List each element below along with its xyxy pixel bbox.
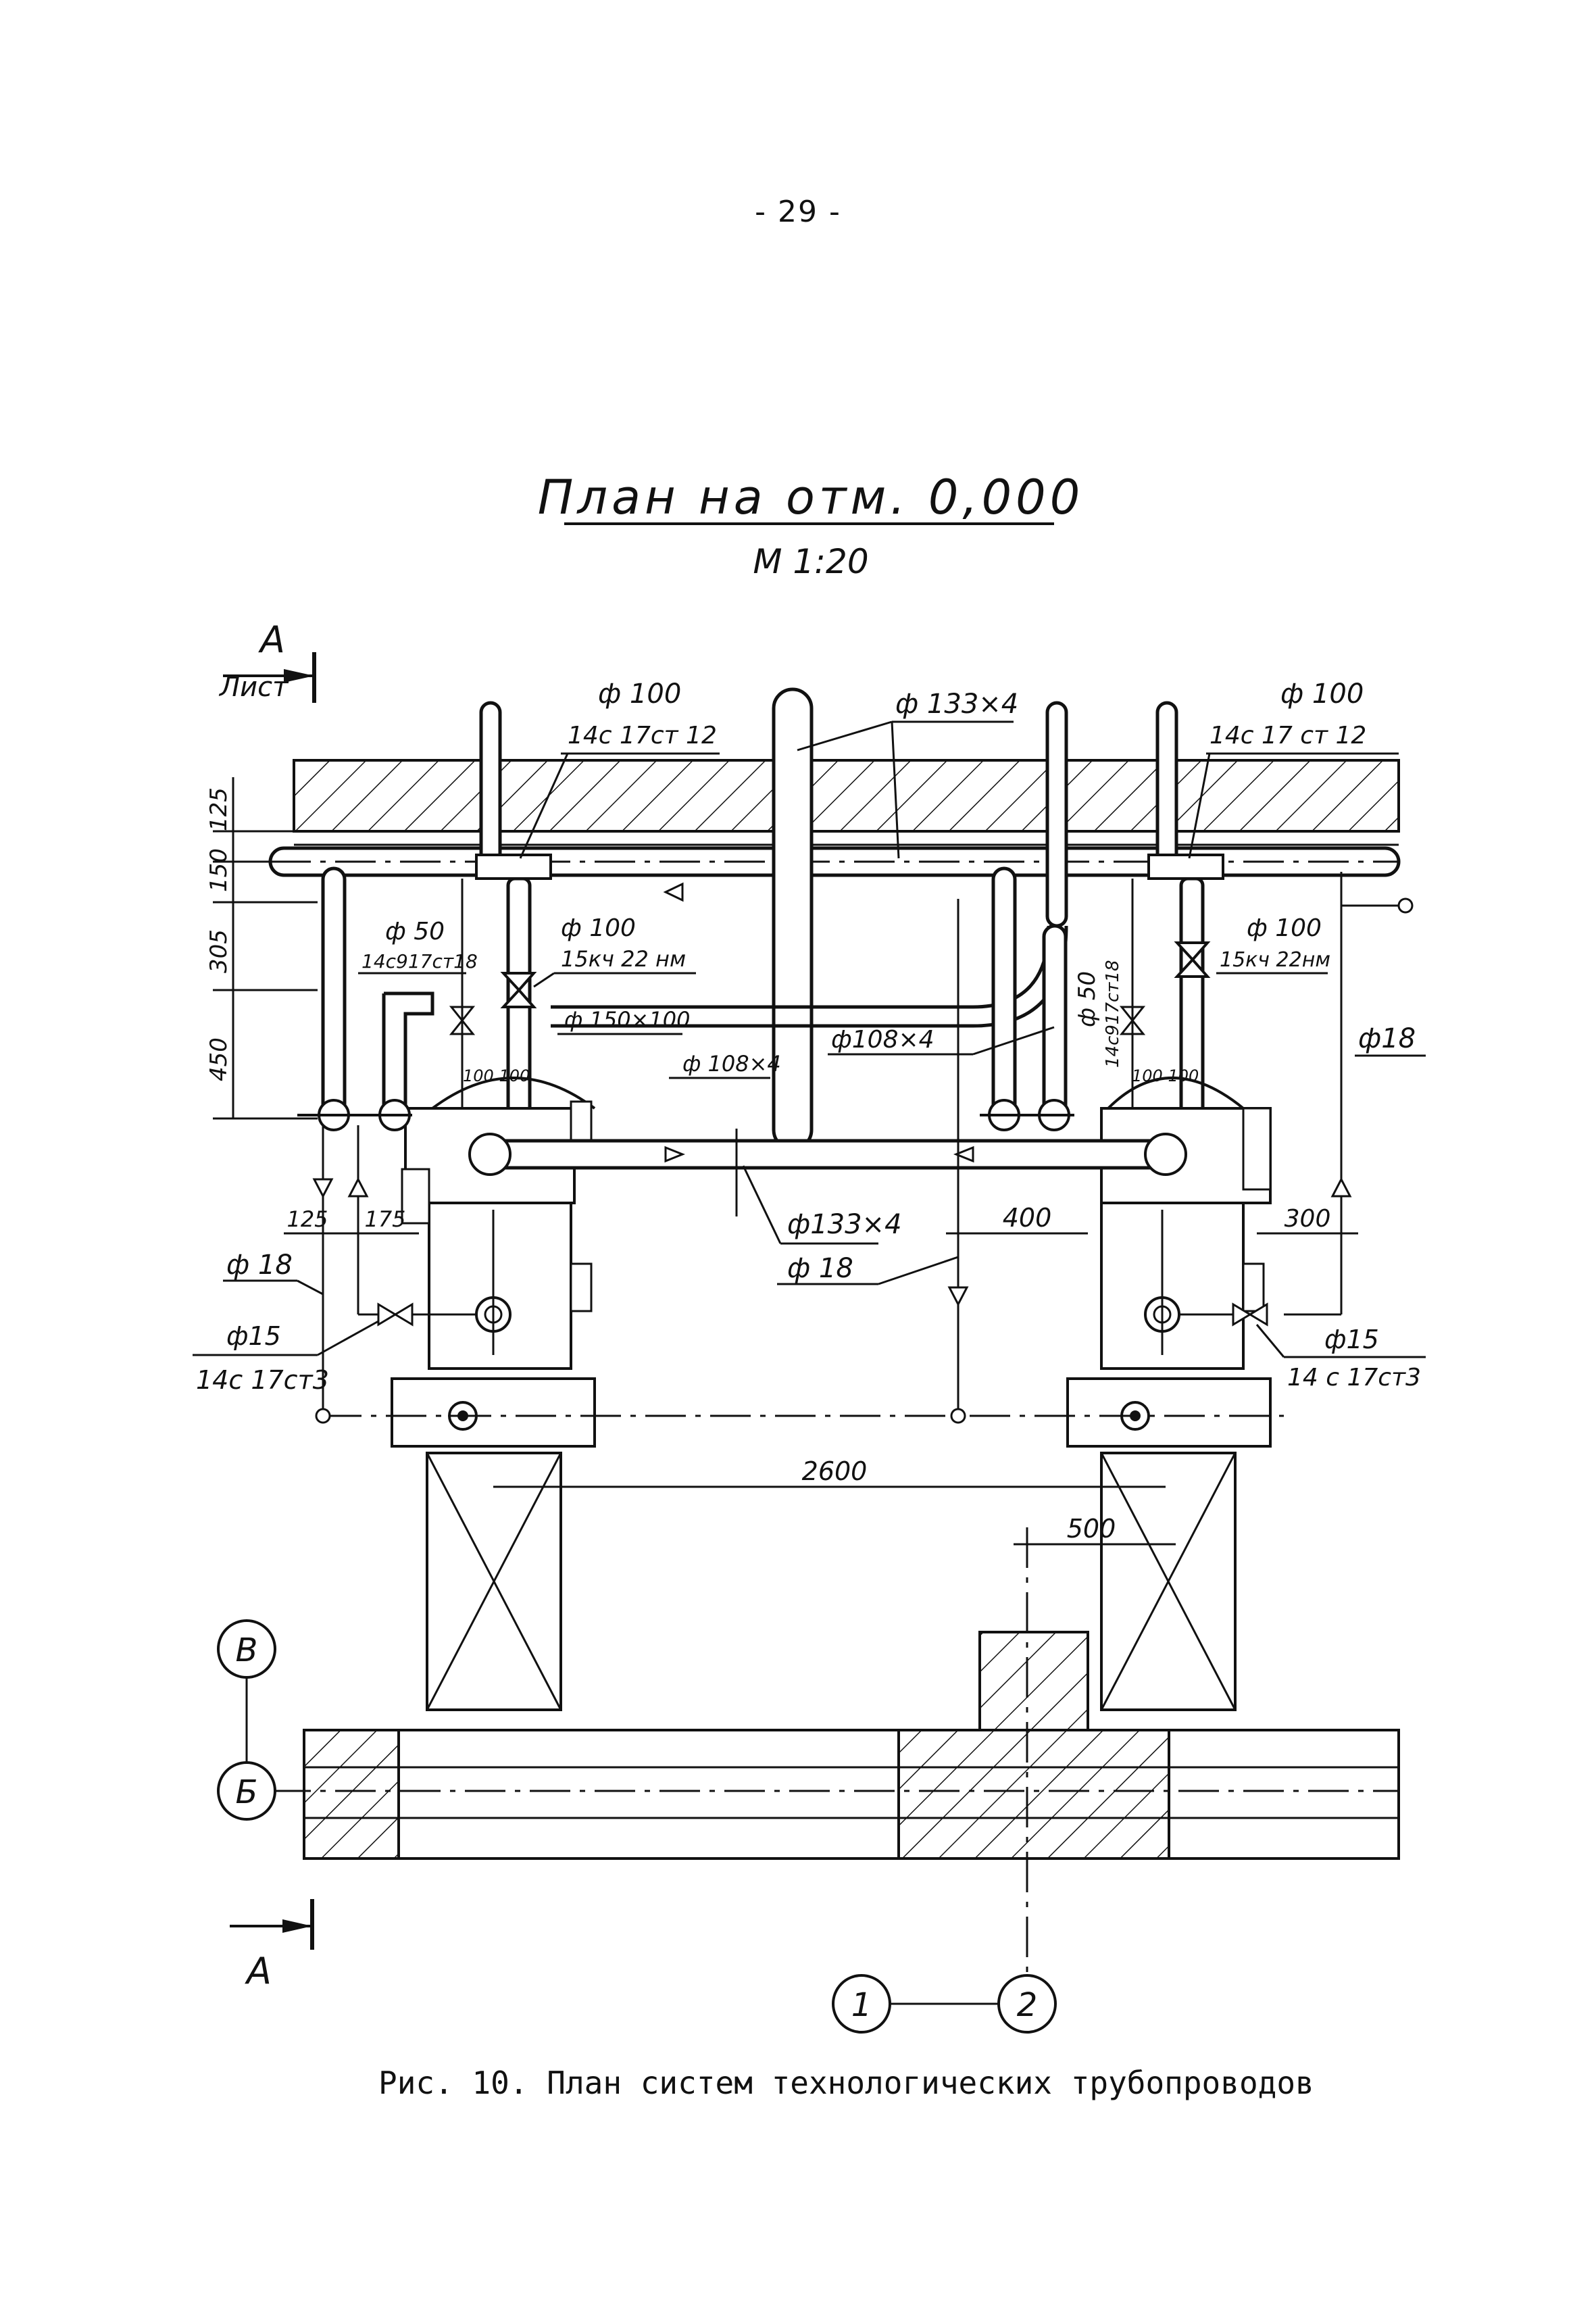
valve-right-15kch bbox=[1174, 941, 1211, 978]
label-valve-left-top: 14с 17ст 12 bbox=[568, 722, 717, 749]
label-d100-right: ф 100 bbox=[1280, 679, 1364, 710]
dim-125-175: 125 175 bbox=[284, 1206, 419, 1235]
label-d100-left: ф 100 bbox=[598, 679, 681, 710]
section-mark-top: А Лист bbox=[218, 618, 316, 703]
tank-right bbox=[1100, 1077, 1272, 1370]
figure-caption: Рис. 10. План систем технологических тру… bbox=[378, 2065, 1314, 2101]
label-d133x4-bottom: ф133×4 bbox=[787, 1209, 902, 1240]
wall-top bbox=[293, 759, 1400, 833]
label-d133x4-top: ф 133×4 bbox=[895, 689, 1018, 720]
dim-305: 305 bbox=[205, 929, 232, 973]
lower-collector-pipe bbox=[468, 1133, 1187, 1176]
label-d18-mid: ф 18 bbox=[787, 1253, 853, 1284]
drop-pipe-d50-right-a bbox=[991, 866, 1017, 1127]
dim-450: 450 bbox=[205, 1037, 232, 1081]
label-d150x100: ф 150×100 bbox=[564, 1007, 691, 1033]
drop-pipe-d50-left bbox=[321, 866, 347, 1127]
label-valve-d50-right: 14с917ст18 bbox=[1103, 960, 1123, 1068]
axis-label-1: 1 bbox=[851, 1986, 872, 2024]
wall-bottom bbox=[270, 1631, 1400, 1860]
drawing-title: План на отм. 0,000 bbox=[538, 470, 1084, 525]
main-collector-pipe bbox=[268, 846, 1401, 877]
label-d108x4-mid: ф108×4 bbox=[831, 1026, 934, 1054]
dim-125: 125 bbox=[205, 787, 232, 831]
axis-label-b: Б bbox=[236, 1773, 258, 1811]
valve-small-left bbox=[449, 879, 476, 1108]
axis-marker-v: В bbox=[217, 1619, 276, 1763]
label-d100-mid: ф 100 bbox=[561, 914, 636, 942]
vertical-dimensions: 125 150 305 450 bbox=[205, 777, 318, 1120]
axis-label-v: В bbox=[236, 1631, 258, 1669]
label-d15-right: ф15 bbox=[1324, 1325, 1379, 1354]
dim-400-text: 400 bbox=[1003, 1203, 1052, 1233]
motor-box-left bbox=[426, 1452, 562, 1711]
dim-125-bottom: 125 bbox=[286, 1206, 328, 1232]
dim-175-bottom: 175 bbox=[364, 1206, 405, 1232]
valve-left-15kch bbox=[500, 972, 537, 1008]
axis-marker-1: 1 bbox=[832, 1974, 999, 2034]
label-valve-d15-right: 14 с 17ст3 bbox=[1287, 1364, 1421, 1392]
label-valve-d15-left: 14с 17ст3 bbox=[196, 1365, 329, 1395]
dim-500-text: 500 bbox=[1067, 1514, 1116, 1544]
axis-label-2: 2 bbox=[1017, 1986, 1038, 2024]
dim-400: 400 bbox=[946, 1203, 1088, 1235]
axis-marker-2: 2 bbox=[997, 1527, 1057, 2034]
label-valve-15kch-right: 15кч 22нм bbox=[1220, 948, 1330, 972]
drain-lines-d18 bbox=[312, 872, 1414, 1416]
pipe-labels: ф 100 14с 17ст 12 ф 133×4 ф 100 14с 17 с… bbox=[193, 679, 1426, 1395]
drop-pipe-d50-right-b bbox=[1042, 924, 1068, 1131]
section-letter-top: А bbox=[258, 618, 285, 661]
label-valve-right-top: 14с 17 ст 12 bbox=[1210, 722, 1366, 749]
label-d18-left: ф 18 bbox=[226, 1250, 293, 1281]
valve-small-right bbox=[1119, 879, 1146, 1108]
label-tank-left-sizes: 100 100 bbox=[463, 1066, 530, 1085]
dim-300-text: 300 bbox=[1285, 1205, 1331, 1233]
elbow-fittings bbox=[297, 1099, 1074, 1131]
label-valve-15kch-left: 15кч 22 нм bbox=[561, 946, 686, 972]
label-d18-right: ф18 bbox=[1358, 1023, 1416, 1054]
dim-2600: 2600 bbox=[493, 1456, 1166, 1488]
motor-box-right bbox=[1100, 1452, 1237, 1711]
dim-150: 150 bbox=[205, 848, 232, 892]
label-d100-right2: ф 100 bbox=[1247, 914, 1322, 942]
inlet-pipe-mid-right bbox=[1045, 701, 1068, 928]
valve-column-right bbox=[1179, 877, 1205, 1137]
label-d15-left: ф15 bbox=[226, 1321, 281, 1351]
label-tank-right-sizes: 100 100 bbox=[1132, 1066, 1199, 1085]
label-d50-right: ф 50 bbox=[1074, 971, 1101, 1027]
label-valve-d50-left: 14с917ст18 bbox=[361, 950, 478, 973]
pump-bases bbox=[315, 1377, 1284, 1448]
wall-valve-right bbox=[1147, 854, 1224, 880]
inlet-pipe-right bbox=[1155, 701, 1178, 867]
dim-500: 500 bbox=[1014, 1514, 1176, 1546]
section-mark-bottom: А bbox=[230, 1899, 314, 1992]
inlet-pipe-left bbox=[479, 701, 502, 867]
inlet-pipe-d133 bbox=[772, 687, 814, 1151]
label-d108x4-left: ф 108×4 bbox=[682, 1051, 781, 1077]
axis-marker-b: Б bbox=[217, 1761, 276, 1821]
section-letter-bottom: А bbox=[245, 1950, 272, 1992]
dim-2600-text: 2600 bbox=[802, 1456, 868, 1486]
dim-300: 300 bbox=[1257, 1205, 1358, 1235]
wall-valve-left bbox=[475, 854, 552, 880]
page-number: - 29 - bbox=[755, 195, 841, 229]
label-d50-left: ф 50 bbox=[385, 918, 445, 945]
tank-left bbox=[401, 1077, 596, 1370]
drawing-scale: М 1:20 bbox=[753, 542, 868, 581]
